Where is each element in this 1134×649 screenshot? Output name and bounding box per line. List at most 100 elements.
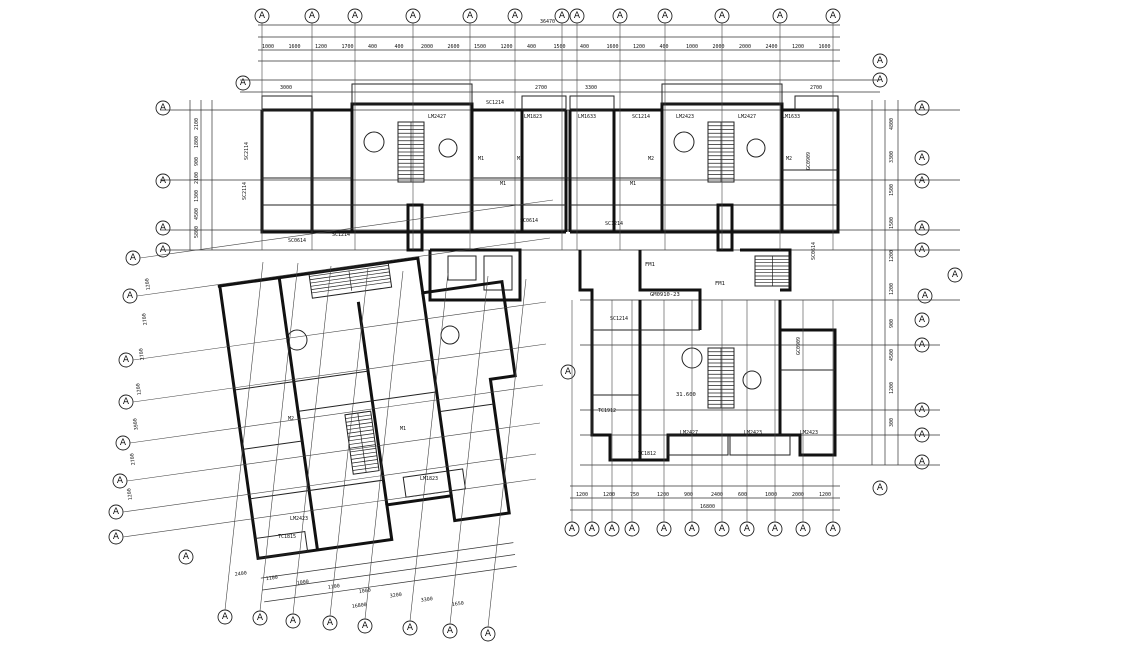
right-dimension-value: 900 — [889, 319, 895, 328]
top-grid-bubble: A — [405, 8, 421, 24]
axis-line — [364, 270, 404, 620]
top-dimension-value: 400 — [580, 44, 589, 50]
top-grid-bubble-letter: A — [574, 11, 581, 21]
top-grid-bubble: A — [304, 8, 320, 24]
right-dimension-value: 4800 — [889, 118, 895, 130]
left-grid-bubble: A — [108, 529, 124, 545]
top-total-dimension: 36470 — [540, 19, 555, 25]
stair-divider — [348, 270, 353, 291]
axis-line — [132, 301, 547, 361]
top-dimension-value: 1200 — [633, 44, 645, 50]
window-label: TC1912 — [598, 408, 616, 414]
fm-label-2: FM1 — [645, 262, 655, 268]
window-label: GC0909 — [806, 152, 812, 170]
door-label: LM2427 — [738, 114, 756, 120]
link-stairs — [755, 255, 790, 286]
right-dimension-value: 3300 — [889, 151, 895, 163]
axis-line — [224, 261, 264, 611]
door-label: LM1823 — [420, 476, 438, 482]
bottom-grid-bubble-letter: A — [589, 524, 596, 534]
mid-dimension-value: 3300 — [585, 85, 597, 91]
bottom-grid-bubble: A — [624, 521, 640, 537]
stair-divider — [357, 412, 367, 473]
right-grid-bubble-letter: A — [919, 176, 926, 186]
bottom-grid-bubble-letter: A — [719, 524, 726, 534]
bottom-left-dimension-value: 2400 — [234, 570, 247, 578]
top-dimension-value: 400 — [395, 44, 404, 50]
right-grid-bubble-circle — [914, 150, 930, 166]
hatch-label: GM0910-23 — [650, 292, 680, 298]
top-grid-bubble-letter: A — [467, 11, 474, 21]
right-dimension-value: 4500 — [889, 349, 895, 361]
bottom-grid-bubble-letter: A — [290, 616, 297, 626]
top-dimension-value: 400 — [660, 44, 669, 50]
door-label: LM2423 — [744, 430, 762, 436]
bottom-grid-bubble: A — [252, 610, 268, 626]
door-label: M2 — [786, 156, 792, 162]
bottom-left-dimension-value: 1100 — [327, 583, 340, 591]
top-dimension-value: 2000 — [421, 44, 433, 50]
window-label: TC1812 — [638, 451, 656, 457]
axis-line — [126, 422, 541, 482]
slanted-dimension-value: 2700 — [141, 313, 149, 326]
slanted-axis-lines — [122, 199, 554, 628]
bottom-left-dimension-value: 1000 — [296, 579, 309, 587]
right-grid-bubble-letter: A — [919, 103, 926, 113]
right-grid-bubble-circle — [914, 454, 930, 470]
mid-dimension-value: 3000 — [280, 85, 292, 91]
top-dimension-value: 1200 — [501, 44, 513, 50]
right-grid-bubble: A — [914, 312, 930, 328]
bottom-grid-bubble-letter: A — [569, 524, 576, 534]
bottom-left-dimension-value: 1000 — [358, 588, 371, 596]
axis-line — [259, 262, 299, 612]
window-label: SC1214 — [610, 316, 628, 322]
right-grid-bubble-circle — [872, 53, 888, 69]
right-grid-bubble: A — [872, 53, 888, 69]
top-grid-bubble: A — [462, 8, 478, 24]
right-grid-bubble-circle — [917, 288, 933, 304]
slanted-dimension-value: 1200 — [135, 383, 143, 396]
right-dimension-value: 1200 — [889, 382, 895, 394]
axis-line — [122, 453, 537, 513]
upper-stairs — [398, 121, 734, 182]
window-label: SC1214 — [486, 100, 504, 106]
bottom-grid-bubble: A — [795, 521, 811, 537]
left-grid-bubble: A — [125, 250, 141, 266]
bottom-grid-bubble: A — [564, 521, 580, 537]
top-grid-bubble: A — [507, 8, 523, 24]
top-grid-bubble: A — [772, 8, 788, 24]
window-label: SC1214 — [332, 232, 350, 238]
bottom-grid-bubble-letter: A — [447, 626, 454, 636]
bottom-grid-bubble: A — [739, 521, 755, 537]
door-label: M1 — [630, 181, 636, 187]
left-grid-bubble-circle — [235, 75, 251, 91]
right-dimension-value: 1200 — [889, 250, 895, 262]
left-grid-bubble: A — [112, 473, 128, 489]
bottom-grid-bubble: A — [714, 521, 730, 537]
right-grid-bubble-letter: A — [919, 223, 926, 233]
top-grid-bubble-letter: A — [719, 11, 726, 21]
bottom-grid-bubble: A — [584, 521, 600, 537]
door-label: M1 — [400, 426, 406, 432]
top-grid-bubble-letter: A — [559, 11, 566, 21]
lower-left-stairs — [309, 264, 391, 473]
right-grid-bubble-circle — [914, 100, 930, 116]
bottom-right-dimension-value: 2400 — [711, 492, 723, 498]
axis-line — [122, 478, 537, 538]
bottom-grid-bubble-letter: A — [830, 524, 837, 534]
bottom-grid-bubble-letter: A — [485, 629, 492, 639]
bottom-grid-bubble-letter: A — [609, 524, 616, 534]
bottom-left-dimension-value: 1100 — [265, 575, 278, 583]
door-label: LM2423 — [800, 430, 818, 436]
top-dimension-value: 400 — [368, 44, 377, 50]
right-grid-bubble: A — [914, 100, 930, 116]
door-label: LM1633 — [782, 114, 800, 120]
left-grid-bubble-letter: A — [160, 223, 167, 233]
bottom-grid-bubble: A — [825, 521, 841, 537]
top-grid-bubble-letter: A — [617, 11, 624, 21]
top-dimension-lines — [240, 24, 880, 93]
top-grid-bubble-letter: A — [410, 11, 417, 21]
top-dimension-value: 1700 — [342, 44, 354, 50]
